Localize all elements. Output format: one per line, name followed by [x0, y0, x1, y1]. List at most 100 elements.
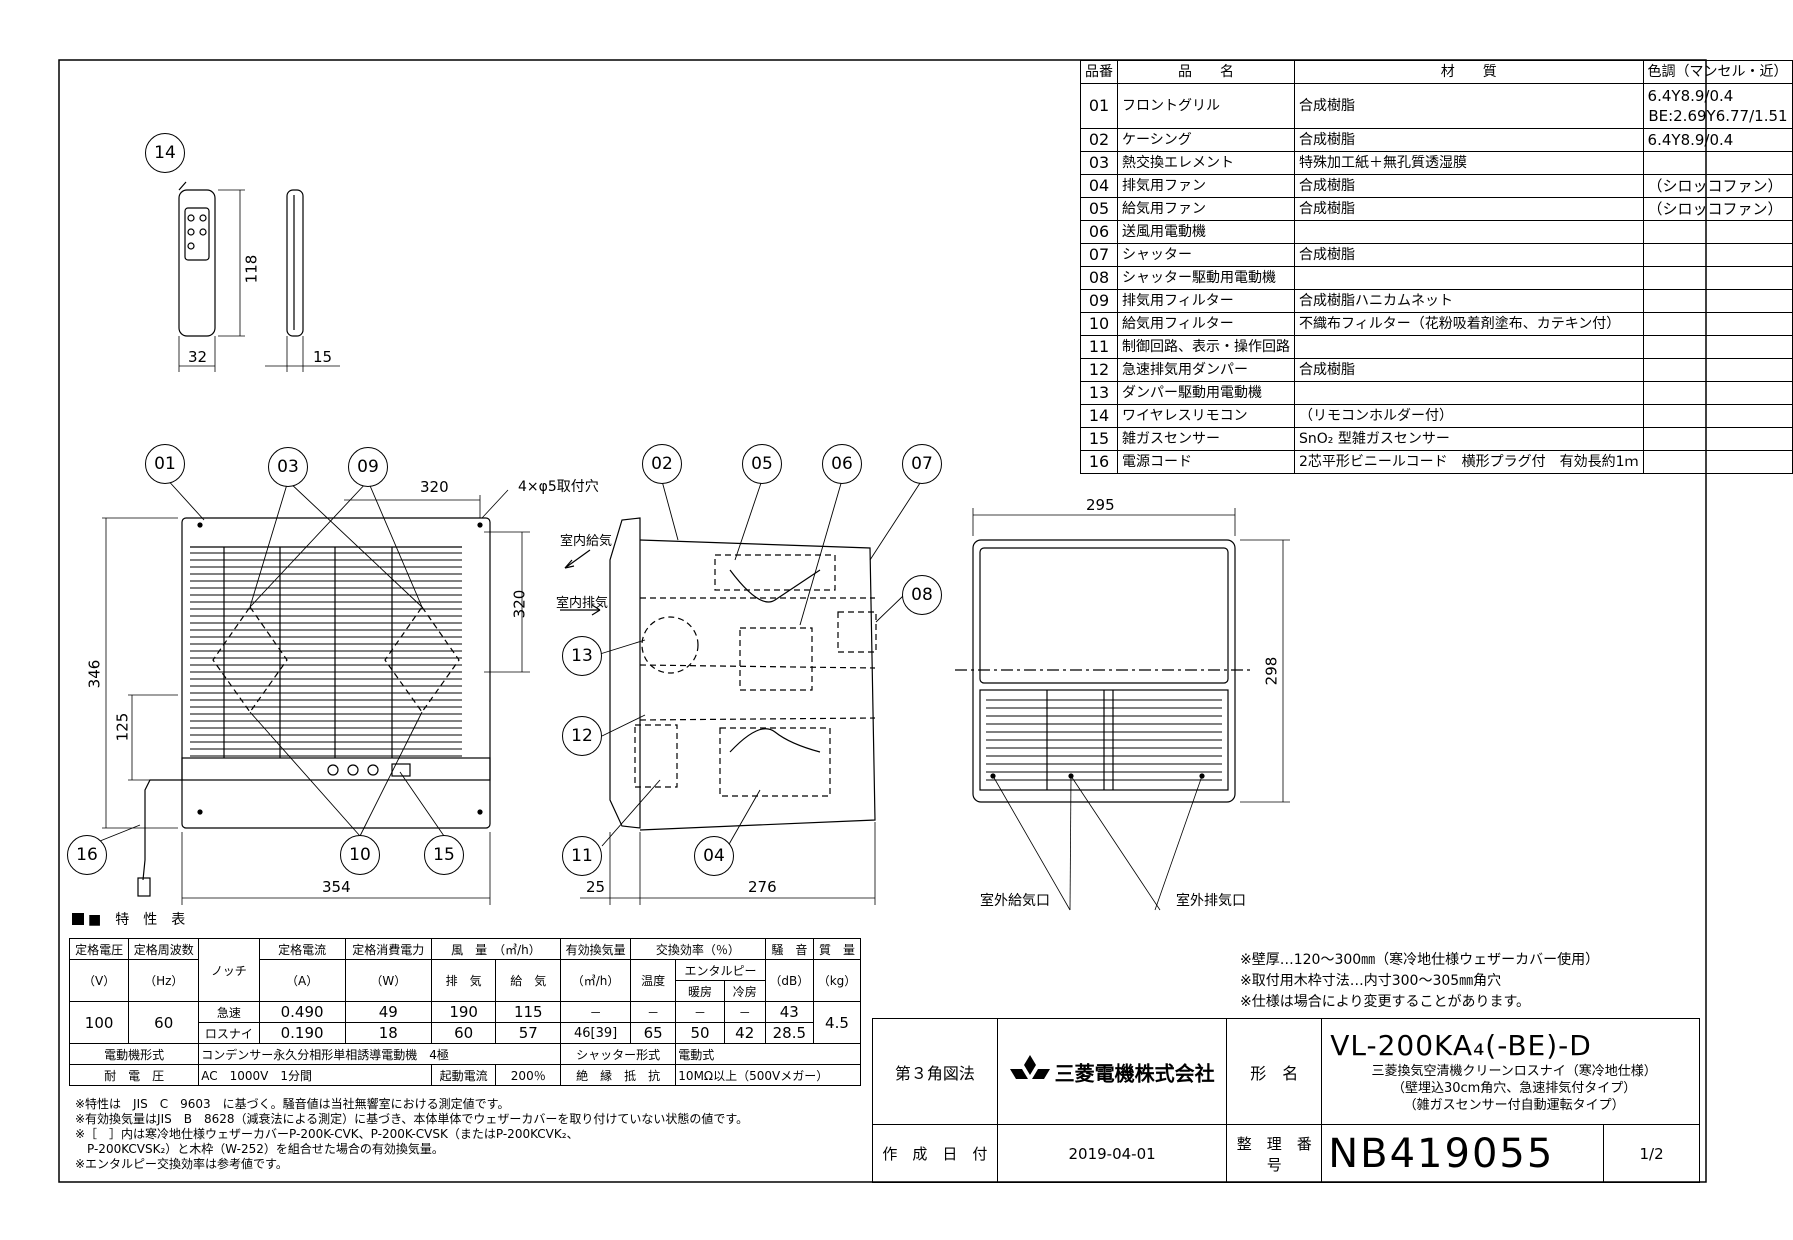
part-name: シャッター駆動用電動機 — [1117, 266, 1295, 290]
part-color — [1642, 335, 1793, 359]
spec-power-0: 49 — [344, 1001, 432, 1023]
part-name: 排気用ファン — [1117, 174, 1295, 198]
callout-16: 16 — [67, 835, 107, 875]
part-material-text: SnO₂ 型雑ガスセンサー — [1299, 431, 1450, 447]
callout-04: 04 — [694, 836, 734, 876]
part-color — [1642, 243, 1793, 267]
part-number-text: 06 — [1088, 222, 1110, 241]
part-color-alt: BE:2.69Y6.77/1.51 — [1648, 107, 1788, 125]
spec-cooling-1: 42 — [723, 1022, 766, 1044]
model-label: 形 名 — [1226, 1018, 1323, 1125]
spec-h-current: 定格電流 — [258, 938, 346, 960]
part-color — [1642, 266, 1793, 290]
part-name: 雑ガスセンサー — [1117, 427, 1295, 451]
part-name: 排気用フィルター — [1117, 289, 1295, 313]
spec-start: 200％ — [495, 1064, 562, 1086]
spec-h-power: 定格消費電力 — [344, 938, 432, 960]
part-name: 電源コード — [1117, 450, 1295, 474]
spec-h-voltage-unit: （V） — [68, 959, 130, 1002]
part-material: 合成樹脂 — [1294, 128, 1644, 152]
parts-header-color: 色調（マンセル・近） — [1642, 60, 1793, 84]
part-material: 合成樹脂 — [1294, 358, 1644, 382]
note-right-line: ※仕様は場合により変更することがあります。 — [1240, 994, 1531, 1010]
dim-holes: 4×φ5取付穴 — [518, 479, 599, 495]
spec-h-airflow: 風 量 （㎥/h） — [430, 938, 562, 960]
part-number: 05 — [1080, 197, 1118, 221]
part-name-text: 電源コード — [1122, 454, 1192, 470]
part-color — [1642, 358, 1793, 382]
dim-remote-height: 118 — [242, 254, 261, 284]
part-color: （シロッコファン） — [1642, 197, 1793, 221]
part-material: SnO₂ 型雑ガスセンサー — [1294, 427, 1644, 451]
part-color — [1642, 312, 1793, 336]
part-material: 特殊加工紙＋無孔質透湿膜 — [1294, 151, 1644, 175]
part-name: 熱交換エレメント — [1117, 151, 1295, 175]
reference-number: NB419055 — [1321, 1124, 1605, 1183]
part-number: 14 — [1080, 404, 1118, 428]
part-number-text: 14 — [1088, 406, 1110, 425]
part-name: フロントグリル — [1117, 83, 1295, 129]
part-number: 12 — [1080, 358, 1118, 382]
spec-temp-1: 65 — [630, 1022, 677, 1044]
part-number-text: 15 — [1088, 429, 1110, 448]
spec-h-temp: 温度 — [630, 959, 677, 1002]
spec-exhaust-0: 190 — [430, 1001, 497, 1023]
spec-h-mass-unit: （kg） — [812, 959, 862, 1002]
part-number: 02 — [1080, 128, 1118, 152]
part-material: 合成樹脂 — [1294, 197, 1644, 221]
part-name: シャッター — [1117, 243, 1295, 267]
spec-start-label: 起動電流 — [430, 1064, 497, 1086]
dim-side-276: 276 — [748, 878, 777, 896]
callout-leaders — [99, 476, 923, 847]
spec-table: 定格電圧 定格周波数 ノッチ 定格電流 定格消費電力 風 量 （㎥/h） 有効換… — [68, 938, 862, 1086]
model-desc-1: 三菱換気空清機クリーンロスナイ（寒冷地仕様） — [1371, 1064, 1657, 1079]
spec-notch-0: 急速 — [198, 1001, 260, 1023]
part-color — [1642, 289, 1793, 313]
part-number-text: 16 — [1088, 452, 1110, 471]
spec-power-1: 18 — [344, 1022, 432, 1044]
callout-11: 11 — [562, 836, 602, 876]
spec-current-1: 0.190 — [258, 1022, 346, 1044]
parts-header-name: 品 名 — [1117, 60, 1295, 84]
spec-h-mass: 質 量 — [812, 938, 862, 960]
parts-row: 15 雑ガスセンサー SnO₂ 型雑ガスセンサー — [1080, 427, 1793, 451]
callout-12: 12 — [562, 716, 602, 756]
spec-insulation: 10MΩ以上（500Vメガー） — [675, 1064, 861, 1086]
remote-control-view — [178, 181, 340, 372]
part-color — [1642, 404, 1793, 428]
part-name-text: 雑ガスセンサー — [1122, 431, 1220, 447]
parts-table-header: 品番 品 名 材 質 色調（マンセル・近） — [1080, 60, 1793, 84]
part-number: 11 — [1080, 335, 1118, 359]
part-name-text: ワイヤレスリモコン — [1122, 408, 1248, 424]
part-number-text: 09 — [1088, 291, 1110, 310]
part-color: （シロッコファン） — [1642, 174, 1793, 198]
part-number: 04 — [1080, 174, 1118, 198]
back-view — [955, 508, 1290, 911]
note-left-line: ※エンタルピー交換効率は参考値です。 — [75, 1157, 288, 1171]
spec-temp-0: － — [630, 1001, 677, 1023]
spec-withstand: AC 1000V 1分間 — [198, 1064, 432, 1086]
part-material-text: 合成樹脂ハニカムネット — [1299, 293, 1453, 309]
dim-front-320-h: 320 — [420, 478, 449, 496]
notes-left: ※特性は JIS C 9603 に基づく。騒音値は当社無響室における測定値です。… — [75, 1097, 748, 1172]
spec-h-noise: 騒 音 — [764, 938, 814, 960]
part-name-text: フロントグリル — [1122, 98, 1220, 114]
part-name-text: 送風用電動機 — [1122, 224, 1206, 240]
note-left-line: ※有効換気量はJIS B 8628（減衰法による測定）に基づき、本体単体でウェザ… — [75, 1112, 749, 1126]
part-material: 合成樹脂ハニカムネット — [1294, 289, 1644, 313]
spec-supply-1: 57 — [495, 1022, 562, 1044]
part-material: 不織布フィルター（花粉吸着剤塗布、カテキン付） — [1294, 312, 1644, 336]
parts-row: 06 送風用電動機 — [1080, 220, 1793, 244]
projection-method: 第３角図法 — [872, 1018, 998, 1125]
part-material-text: 合成樹脂 — [1299, 201, 1355, 217]
spec-noise-1: 28.5 — [764, 1022, 814, 1044]
part-number: 03 — [1080, 151, 1118, 175]
spec-effective-1: 46[39] — [560, 1022, 632, 1044]
part-material-text: 合成樹脂 — [1299, 98, 1355, 114]
company-logo: 三菱電機株式会社 — [996, 1018, 1228, 1125]
dim-remote-width: 32 — [188, 348, 208, 366]
part-material-text: 合成樹脂 — [1299, 178, 1355, 194]
